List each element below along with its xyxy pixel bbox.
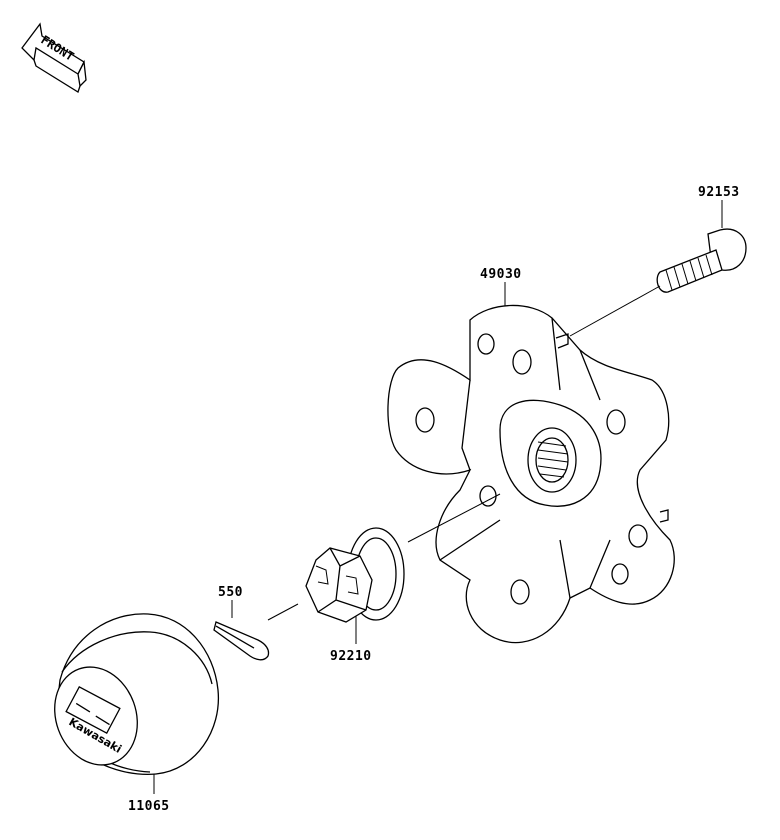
- front-arrow: FRONT: [21, 22, 87, 93]
- part-label-11065: 11065: [128, 799, 170, 814]
- wheel-hub: [387, 304, 675, 644]
- part-label-92153: 92153: [698, 185, 740, 200]
- hub-cap: Kawasaki: [54, 613, 220, 775]
- part-label-550: 550: [218, 585, 243, 600]
- part-label-92210: 92210: [330, 649, 372, 664]
- cotter-pin: [213, 621, 270, 661]
- leader-lines: [153, 200, 723, 794]
- castle-nut: [305, 527, 405, 623]
- part-labels: 92153 49030 550 92210 11065: [128, 185, 740, 814]
- wheel-stud: [656, 228, 747, 293]
- part-label-49030: 49030: [480, 267, 522, 282]
